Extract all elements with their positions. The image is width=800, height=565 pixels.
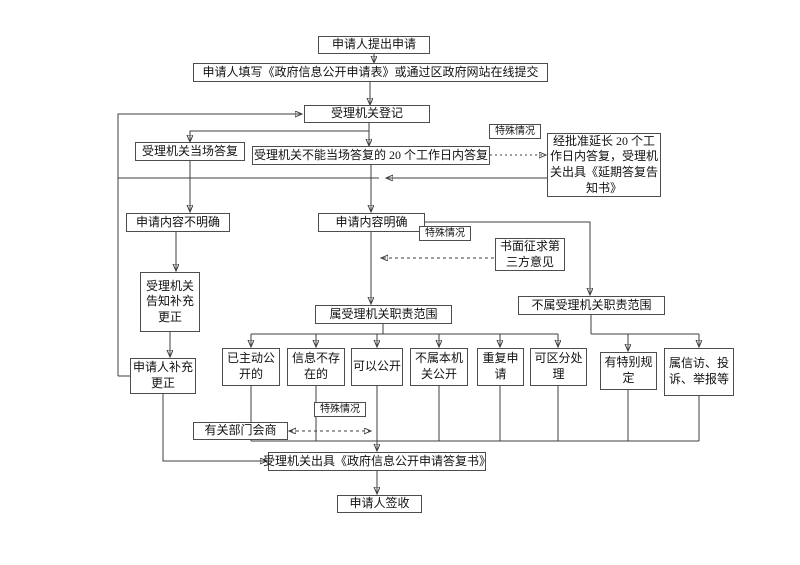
node-dept-consultation: 有关部门会商 [193,422,288,440]
node-separable-handling: 可区分处理 [530,348,587,386]
node-reply-20-days: 受理机关不能当场答复的 20 个工作日内答复 [252,146,490,165]
node-notify-supplement: 受理机关告知补充更正 [140,272,200,332]
node-onsite-reply: 受理机关当场答复 [135,142,245,161]
node-extension-notice: 经批准延长 20 个工作日内答复，受理机关出具《延期答复告知书》 [547,133,661,197]
node-info-not-exist: 信息不存在的 [287,348,345,386]
arrow-register-to-onsite [190,123,370,141]
node-issue-reply: 受理机关出具《政府信息公开申请答复书》 [263,452,491,471]
node-fill-form: 申请人填写《政府信息公开申请表》或通过区政府网站在线提交 [193,63,548,82]
node-submit-application: 申请人提出申请 [318,36,430,54]
node-can-public: 可以公开 [351,348,403,386]
node-repeat-application: 重复申请 [477,348,524,386]
node-already-public: 已主动公开的 [222,348,280,386]
node-outside-duty: 不属受理机关职责范围 [518,296,665,315]
node-special-case-3: 特殊情况 [314,402,366,417]
node-petition-complaint: 属信访、投诉、举报等 [664,348,734,396]
node-content-unclear: 申请内容不明确 [126,213,230,232]
node-special-provision: 有特别规定 [600,352,657,390]
node-content-clear: 申请内容明确 [318,213,425,232]
node-special-case-2: 特殊情况 [419,226,471,241]
node-third-party-opinion: 书面征求第三方意见 [495,238,565,271]
node-not-this-agency: 不属本机关公开 [410,348,468,386]
node-registration: 受理机关登记 [304,105,430,123]
node-applicant-sign: 申请人签收 [337,495,422,513]
node-applicant-supplement: 申请人补充更正 [130,358,196,394]
node-within-duty: 属受理机关职责范围 [315,305,452,324]
node-special-case-1: 特殊情况 [489,124,541,139]
